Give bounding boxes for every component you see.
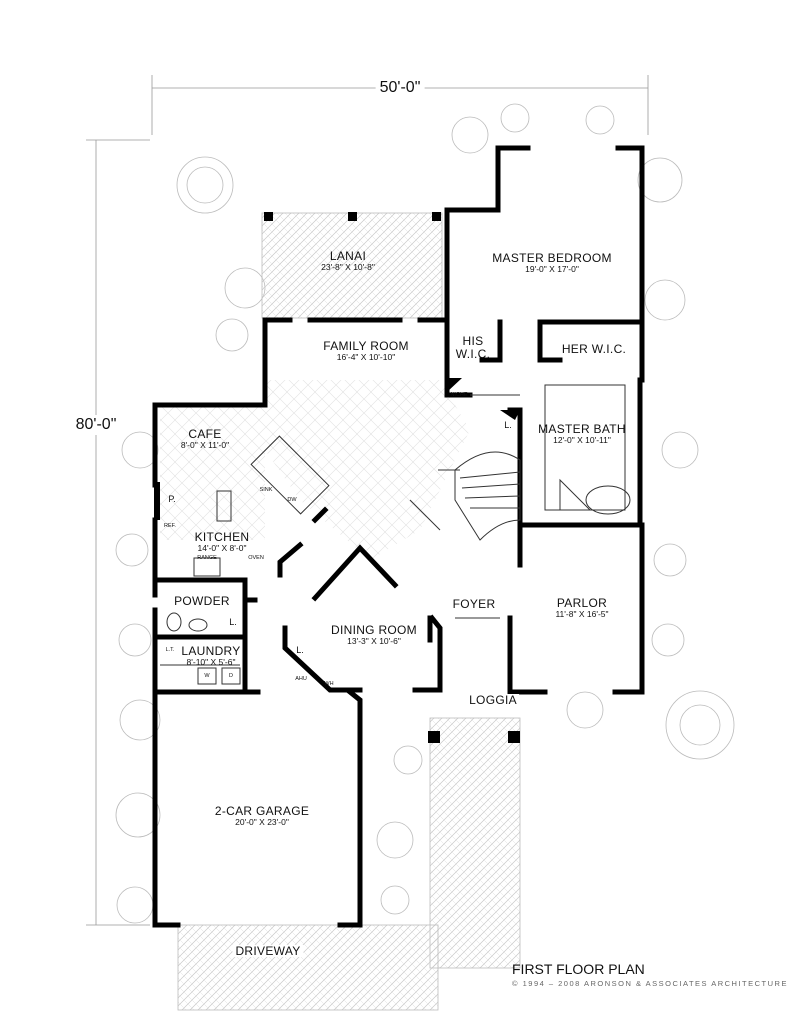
- loggia-label: LOGGIA: [467, 693, 519, 707]
- kitchen-size: 14'-0" X 8'-0": [197, 543, 247, 553]
- lt-label: L.T.: [165, 647, 175, 653]
- powder-label: POWDER: [174, 594, 230, 608]
- laundry-size: 8'-10" X 5'-6": [186, 657, 236, 667]
- ref-label: REF.: [164, 523, 176, 529]
- her-wic-label: HER W.I.C.: [561, 342, 627, 356]
- his-wic-label-1: HIS: [462, 334, 484, 348]
- lanai-size: 23'-8" X 10'-8": [321, 262, 375, 272]
- lanai-label: LANAI: [329, 249, 367, 263]
- master-bath-label: MASTER BATH: [538, 422, 626, 436]
- parlor-size: 11'-8" X 16'-5": [555, 609, 609, 619]
- garage-label: 2-CAR GARAGE: [214, 804, 310, 818]
- sink-label: SINK: [259, 487, 273, 493]
- laundry-label: LAUNDRY: [181, 644, 241, 658]
- paved-areas: [160, 212, 521, 1011]
- landscaping: [115, 103, 735, 924]
- walls: [152, 145, 645, 928]
- pantry-label: P.: [168, 494, 176, 504]
- oven-label: OVEN: [248, 555, 264, 561]
- copyright: © 1994 – 2008 ARONSON & ASSOCIATES ARCHI…: [512, 979, 788, 988]
- family-room-label: FAMILY ROOM: [323, 339, 409, 353]
- ahu-label: AHU: [295, 676, 307, 682]
- interior-details: [160, 384, 631, 685]
- dining-room-label: DINING ROOM: [331, 623, 417, 637]
- master-bedroom-label: MASTER BEDROOM: [492, 251, 612, 265]
- linen-label-dining: L.: [296, 645, 304, 655]
- linen-label-bath: L.: [504, 420, 512, 430]
- dryer-label: D: [229, 673, 233, 679]
- foyer-label: FOYER: [452, 597, 496, 611]
- cafe-size: 8'-0" X 11'-0": [180, 440, 230, 450]
- master-bedroom-size: 19'-0" X 17'-0": [525, 264, 579, 274]
- niche-label: NICHE: [450, 392, 468, 398]
- master-bath-size: 12'-0" X 10'-11": [553, 435, 611, 445]
- dining-room-size: 13'-3" X 10'-6": [347, 636, 401, 646]
- depth-dimension: 80'-0": [75, 415, 117, 435]
- wh-label: WH: [324, 681, 334, 687]
- cafe-label: CAFE: [188, 427, 222, 441]
- kitchen-label: KITCHEN: [194, 530, 250, 544]
- driveway-label: DRIVEWAY: [232, 945, 304, 957]
- dw-label: DW: [287, 497, 297, 503]
- columns: [154, 212, 520, 743]
- garage-size: 20'-0" X 23'-0": [235, 817, 289, 827]
- parlor-label: PARLOR: [556, 596, 608, 610]
- washer-label: W: [204, 673, 210, 679]
- plan-title: FIRST FLOOR PLAN: [512, 961, 645, 977]
- family-room-size: 16'-4" X 10'-10": [336, 352, 396, 362]
- linen-label-powder: L.: [229, 617, 237, 627]
- his-wic-label-2: W.I.C.: [455, 347, 491, 361]
- width-dimension: 50'-0": [375, 80, 425, 96]
- range-label: RANGE: [197, 555, 217, 561]
